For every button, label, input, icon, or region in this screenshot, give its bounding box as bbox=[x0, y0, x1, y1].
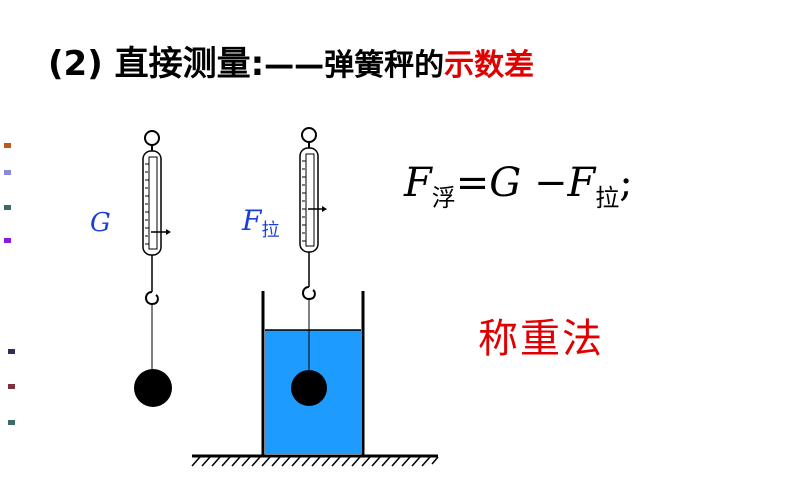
bullet-mark bbox=[4, 170, 11, 175]
spring-scale-water bbox=[291, 127, 327, 406]
formula-f2: F bbox=[567, 160, 596, 206]
formula-f2-subscript: 拉 bbox=[595, 184, 620, 212]
bullet-mark bbox=[4, 205, 11, 210]
formula-g: G bbox=[489, 160, 522, 206]
bullet-mark bbox=[4, 238, 11, 243]
buoyancy-formula: F浮=G −F拉; bbox=[404, 160, 633, 213]
pull-force-label: F拉 bbox=[242, 204, 279, 242]
hanging-weight bbox=[134, 369, 172, 407]
formula-f1-subscript: 浮 bbox=[431, 184, 456, 212]
pull-force-subscript: 拉 bbox=[261, 220, 280, 241]
title-highlight: 示数差 bbox=[444, 48, 535, 83]
bullet-mark bbox=[8, 420, 15, 425]
method-name: 称重法 bbox=[478, 316, 604, 362]
formula-equals: = bbox=[455, 160, 490, 206]
bullet-mark bbox=[4, 143, 11, 148]
title-dash: —— bbox=[264, 48, 325, 83]
formula-f1: F bbox=[404, 160, 432, 206]
pull-force-symbol: F bbox=[242, 204, 262, 237]
submerged-weight bbox=[291, 370, 327, 406]
ground bbox=[191, 454, 439, 467]
spring-scale-air bbox=[134, 130, 172, 407]
slide-title: (2) 直接测量:——弹簧秤的示数差 bbox=[48, 36, 534, 85]
formula-semicolon: ; bbox=[619, 160, 633, 206]
bullet-mark bbox=[8, 384, 15, 389]
title-middle: 弹簧秤的 bbox=[324, 48, 445, 83]
bullet-mark bbox=[8, 349, 15, 354]
weight-label-g: G bbox=[90, 208, 111, 238]
title-prefix: (2) 直接测量: bbox=[48, 44, 265, 84]
formula-minus: − bbox=[521, 160, 568, 206]
